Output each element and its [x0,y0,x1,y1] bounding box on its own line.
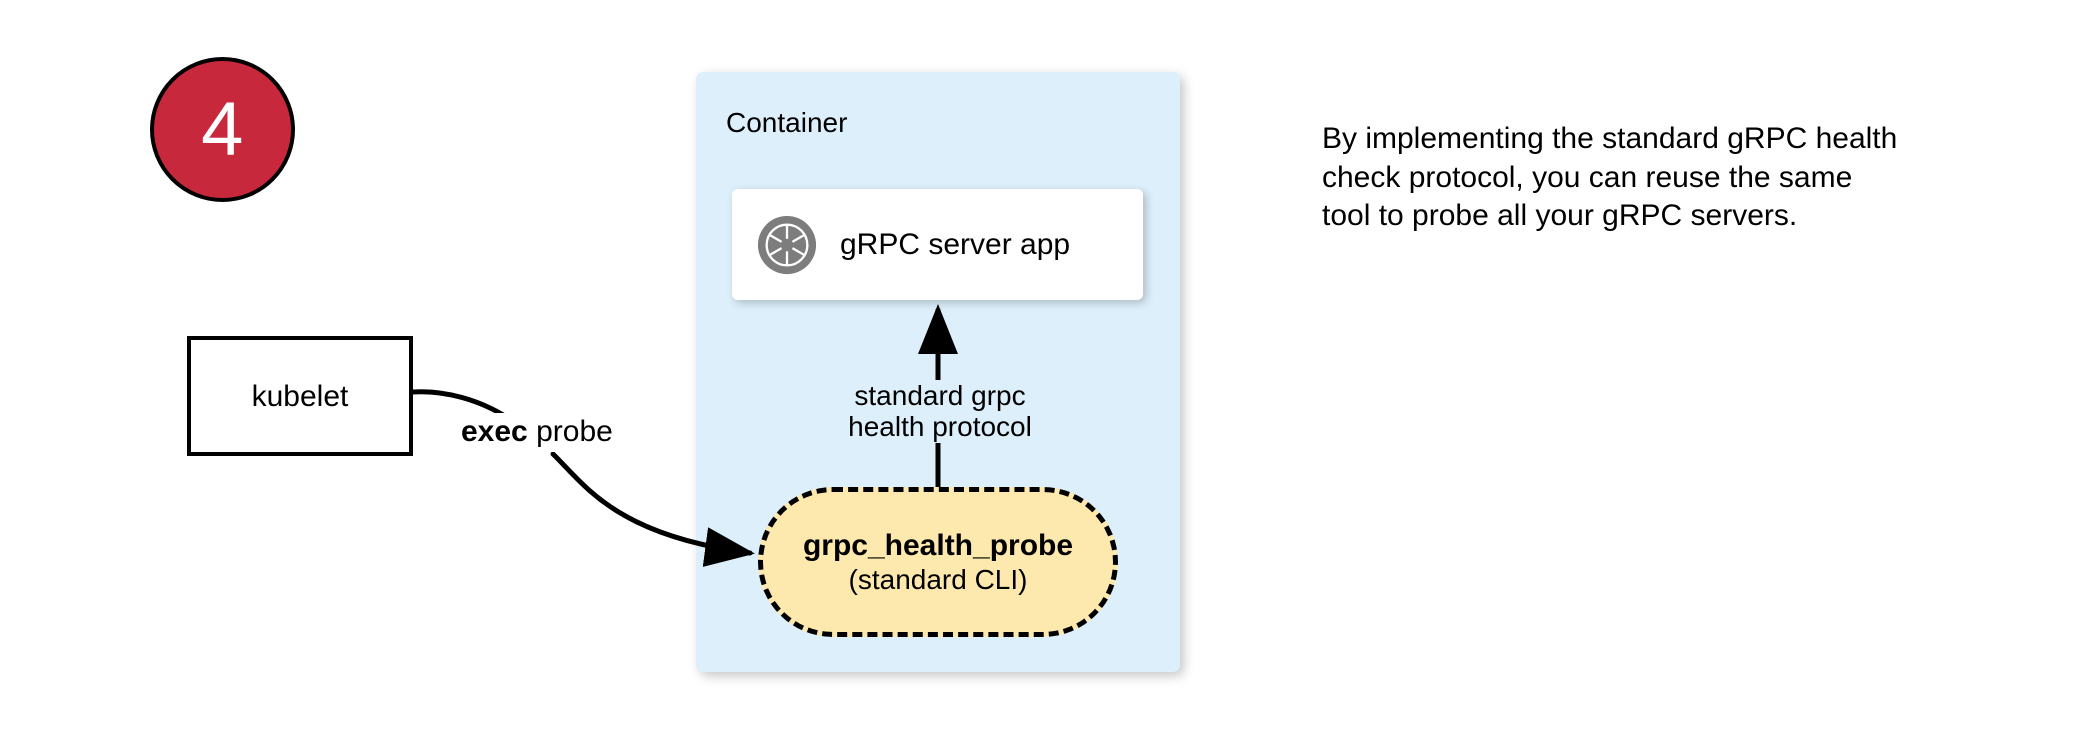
exec-probe-label-bold: exec [461,415,528,448]
exec-probe-edge-label: exec probe [455,413,619,452]
grpc-server-app-card: gRPC server app [732,189,1143,300]
step-number-label: 4 [201,86,244,172]
kubelet-node-label: kubelet [251,379,349,413]
grpc-server-app-label: gRPC server app [840,228,1071,261]
health-protocol-edge-label: standard grpc health protocol [760,380,1120,443]
grpc-health-probe-subtitle: (standard CLI) [848,564,1028,596]
exec-probe-arrow [410,389,755,567]
step-number-badge: 4 [150,57,295,202]
container-title-label: Container [726,107,848,138]
health-protocol-label-line1: standard grpc [848,380,1032,412]
caption-text: By implementing the standard gRPC health… [1322,122,1898,233]
grpc-health-probe-node: grpc_health_probe (standard CLI) [758,487,1118,637]
exec-probe-label-rest: probe [527,415,613,448]
health-protocol-label-line2: health protocol [842,411,1038,443]
grpc-aperture-icon [757,215,817,274]
grpc-health-probe-title: grpc_health_probe [802,528,1074,562]
kubelet-node: kubelet [187,336,413,456]
